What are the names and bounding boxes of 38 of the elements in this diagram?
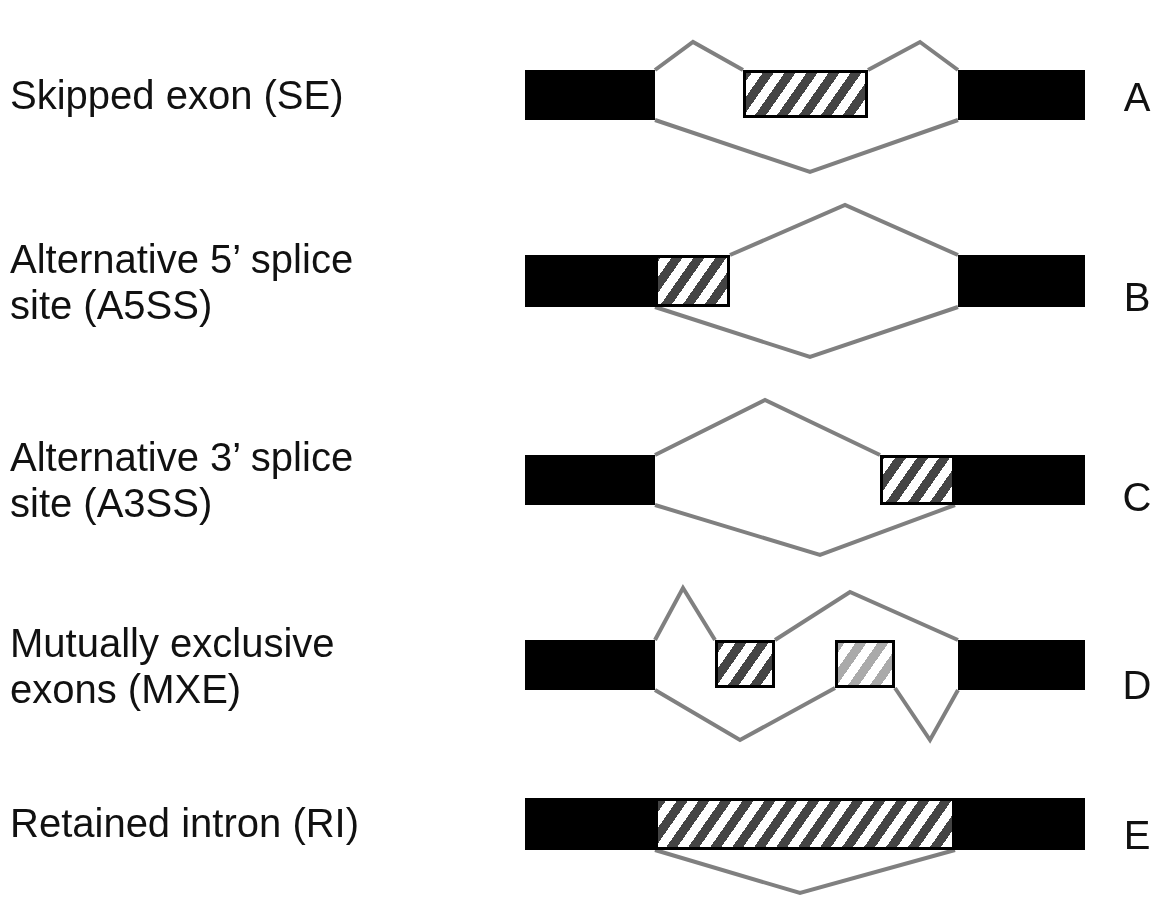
splice-line bbox=[773, 589, 959, 642]
exon-bar bbox=[955, 798, 1085, 850]
event-type-label: Alternative 3’ splice site (A3SS) bbox=[10, 434, 355, 526]
splice-line bbox=[654, 305, 959, 360]
exon-bar bbox=[525, 255, 655, 307]
splice-line bbox=[729, 202, 959, 257]
event-type-label: Retained intron (RI) bbox=[10, 800, 361, 846]
exon-bar bbox=[958, 640, 1085, 690]
exon-bar bbox=[525, 798, 655, 850]
splice-line bbox=[654, 397, 881, 457]
event-type-label: Skipped exon (SE) bbox=[10, 72, 345, 118]
alternative-exon-bar bbox=[715, 640, 775, 688]
row-letter: C bbox=[1121, 474, 1153, 520]
exon-bar bbox=[958, 255, 1085, 307]
splice-line bbox=[653, 39, 744, 72]
event-type-label: Alternative 5’ splice site (A5SS) bbox=[10, 236, 355, 328]
splice-line bbox=[654, 118, 959, 175]
splice-line bbox=[654, 686, 836, 743]
splice-line bbox=[654, 848, 956, 896]
alternative-exon-bar bbox=[655, 255, 730, 307]
row-letter: E bbox=[1122, 812, 1152, 858]
row-letter: B bbox=[1122, 274, 1152, 320]
exon-bar bbox=[525, 70, 655, 120]
exon-bar bbox=[525, 640, 655, 690]
alternative-exon-bar bbox=[743, 70, 868, 118]
event-type-label: Mutually exclusive exons (MXE) bbox=[10, 620, 336, 712]
splice-line bbox=[893, 686, 960, 744]
exon-bar bbox=[955, 455, 1085, 505]
splice-line bbox=[654, 503, 956, 558]
row-letter: A bbox=[1122, 74, 1152, 120]
exon-bar bbox=[958, 70, 1085, 120]
row-letter: D bbox=[1121, 662, 1153, 708]
alternative-exon-bar bbox=[880, 455, 955, 505]
intron-bar bbox=[655, 798, 955, 850]
splice-line bbox=[653, 584, 717, 642]
alternative-exon-bar bbox=[835, 640, 895, 688]
exon-bar bbox=[525, 455, 655, 505]
splice-line bbox=[867, 39, 960, 72]
